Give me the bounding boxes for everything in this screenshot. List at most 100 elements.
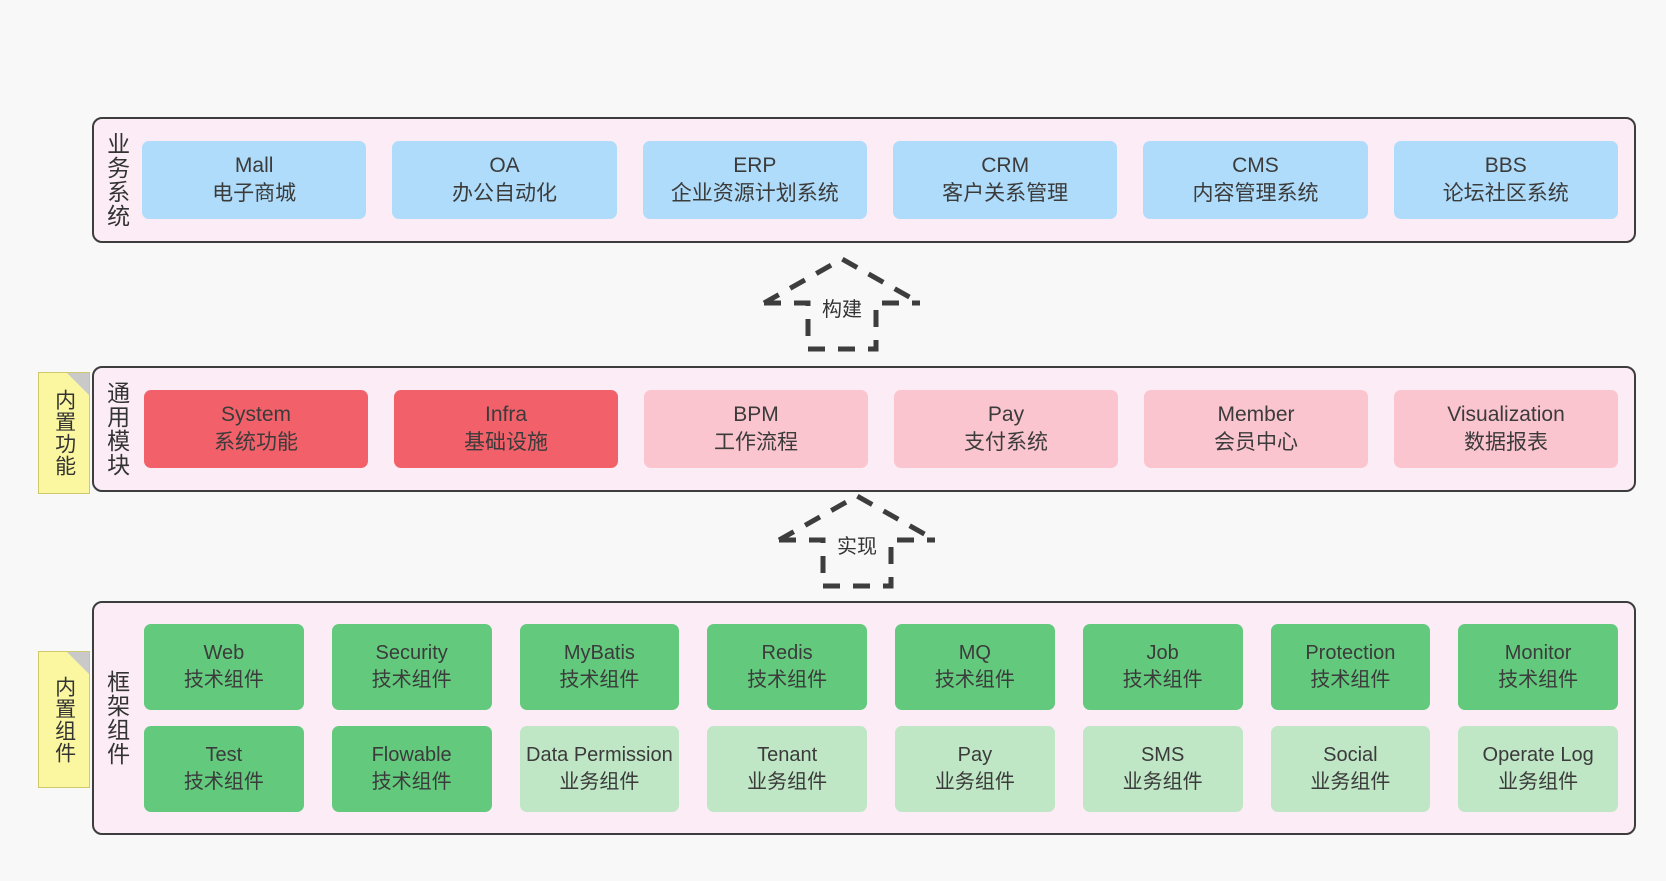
card-title-en: Tenant — [757, 744, 818, 767]
card-mq[interactable]: MQ 技术组件 — [895, 624, 1055, 710]
card-title-cn: 技术组件 — [1122, 669, 1203, 691]
layer-business-systems[interactable]: 业务系统 Mall 电子商城 OA 办公自动化 ERP 企业资源计划系统 CRM… — [92, 117, 1636, 243]
card-bbs[interactable]: BBS 论坛社区系统 — [1393, 141, 1618, 219]
card-erp[interactable]: ERP 企业资源计划系统 — [642, 141, 867, 219]
card-title-en: CRM — [981, 154, 1030, 178]
card-title-cn: 业务组件 — [559, 771, 640, 793]
note-fold-corner-icon — [67, 373, 89, 395]
card-title-en: Social — [1323, 744, 1378, 767]
card-title-en: Flowable — [371, 744, 452, 767]
layer-body-business: Mall 电子商城 OA 办公自动化 ERP 企业资源计划系统 CRM 客户关系… — [138, 119, 1634, 241]
card-infra[interactable]: Infra 基础设施 — [394, 390, 618, 468]
card-protection[interactable]: Protection 技术组件 — [1270, 624, 1431, 710]
card-visualization[interactable]: Visualization 数据报表 — [1394, 390, 1618, 468]
card-title-cn: 支付系统 — [964, 431, 1048, 454]
card-test[interactable]: Test 技术组件 — [144, 726, 304, 812]
card-security[interactable]: Security 技术组件 — [331, 624, 492, 710]
card-mall[interactable]: Mall 电子商城 — [142, 141, 367, 219]
card-row: Mall 电子商城 OA 办公自动化 ERP 企业资源计划系统 CRM 客户关系… — [142, 141, 1618, 219]
card-bpm[interactable]: BPM 工作流程 — [644, 390, 868, 468]
card-title-en: Redis — [761, 642, 813, 665]
card-mybatis[interactable]: MyBatis 技术组件 — [519, 624, 680, 710]
card-title-en: Web — [203, 642, 245, 665]
card-row: Test 技术组件 Flowable 技术组件 Data Permission … — [144, 726, 1618, 812]
card-member[interactable]: Member 会员中心 — [1144, 390, 1368, 468]
card-title-cn: 会员中心 — [1214, 431, 1298, 454]
card-title-en: Test — [205, 744, 243, 767]
card-title-en: Security — [375, 642, 448, 665]
card-title-cn: 数据报表 — [1464, 431, 1548, 454]
card-title-en: Operate Log — [1482, 744, 1594, 767]
card-title-en: Member — [1217, 403, 1295, 427]
card-title-en: SMS — [1140, 744, 1185, 767]
layer-title-modules: 通用模块 — [103, 381, 130, 477]
card-title-en: ERP — [733, 154, 777, 178]
note-builtin-function[interactable]: 内置功能 — [38, 372, 90, 494]
arrow-realize-glyph — [777, 493, 937, 589]
arrow-build-glyph — [762, 256, 922, 352]
card-title-cn: 技术组件 — [1498, 669, 1579, 691]
card-title-cn: 企业资源计划系统 — [670, 182, 839, 205]
card-title-cn: 技术组件 — [183, 669, 264, 691]
card-oa[interactable]: OA 办公自动化 — [392, 141, 617, 219]
layer-title-business: 业务系统 — [103, 132, 130, 228]
arrow-build-label: 构建 — [822, 299, 862, 321]
card-redis[interactable]: Redis 技术组件 — [707, 624, 867, 710]
layer-framework-components[interactable]: 框架组件 Web 技术组件 Security 技术组件 MyBatis 技术组件… — [92, 601, 1636, 835]
card-title-cn: 业务组件 — [1122, 771, 1203, 793]
card-title-en: Data Permission — [526, 744, 673, 767]
card-title-cn: 技术组件 — [371, 771, 452, 793]
card-sms[interactable]: SMS 业务组件 — [1082, 726, 1243, 812]
card-title-en: MQ — [958, 642, 991, 665]
card-title-en: Job — [1146, 642, 1179, 665]
card-data-permission[interactable]: Data Permission 业务组件 — [519, 726, 680, 812]
arrow-realize-label: 实现 — [837, 536, 877, 558]
card-title-cn: 业务组件 — [934, 771, 1015, 793]
card-title-cn: 技术组件 — [183, 771, 264, 793]
card-crm[interactable]: CRM 客户关系管理 — [892, 141, 1118, 219]
card-tenant[interactable]: Tenant 业务组件 — [707, 726, 867, 812]
card-cms[interactable]: CMS 内容管理系统 — [1143, 141, 1368, 219]
card-row: System 系统功能 Infra 基础设施 BPM 工作流程 Pay 支付系统… — [144, 390, 1618, 468]
card-title-en: System — [220, 403, 291, 427]
card-flowable[interactable]: Flowable 技术组件 — [331, 726, 492, 812]
card-title-en: Monitor — [1504, 642, 1572, 665]
note-label: 内置组件 — [52, 675, 76, 764]
card-title-en: Visualization — [1447, 403, 1565, 427]
card-title-en: Protection — [1305, 642, 1396, 665]
card-title-cn: 技术组件 — [1310, 669, 1391, 691]
arrow-realize: 实现 — [767, 492, 947, 592]
card-title-cn: 技术组件 — [559, 669, 640, 691]
card-system[interactable]: System 系统功能 — [144, 390, 368, 468]
card-title-en: BPM — [733, 403, 779, 427]
card-title-cn: 技术组件 — [747, 669, 828, 691]
layer-body-framework: Web 技术组件 Security 技术组件 MyBatis 技术组件 Redi… — [138, 603, 1634, 833]
card-title-cn: 工作流程 — [714, 431, 798, 454]
card-title-en: Infra — [484, 403, 528, 427]
card-title-en: OA — [489, 154, 520, 178]
card-title-cn: 业务组件 — [1498, 771, 1579, 793]
layer-title-framework: 框架组件 — [103, 670, 130, 766]
layer-body-modules: System 系统功能 Infra 基础设施 BPM 工作流程 Pay 支付系统… — [138, 368, 1634, 490]
card-title-cn: 电子商城 — [212, 182, 297, 205]
card-title-cn: 内容管理系统 — [1192, 182, 1319, 205]
note-label: 内置功能 — [52, 389, 76, 477]
card-operate-log[interactable]: Operate Log 业务组件 — [1458, 726, 1618, 812]
card-title-cn: 技术组件 — [934, 669, 1015, 691]
card-web[interactable]: Web 技术组件 — [144, 624, 304, 710]
card-row: Web 技术组件 Security 技术组件 MyBatis 技术组件 Redi… — [144, 624, 1618, 710]
card-title-cn: 基础设施 — [464, 431, 548, 454]
card-social[interactable]: Social 业务组件 — [1270, 726, 1431, 812]
card-pay-component[interactable]: Pay 业务组件 — [895, 726, 1055, 812]
card-title-en: Pay — [957, 744, 993, 767]
note-builtin-component[interactable]: 内置组件 — [38, 651, 90, 788]
note-fold-corner-icon — [67, 652, 89, 674]
card-job[interactable]: Job 技术组件 — [1082, 624, 1243, 710]
card-title-en: Pay — [987, 403, 1025, 427]
card-title-en: Mall — [234, 154, 274, 178]
card-pay-module[interactable]: Pay 支付系统 — [894, 390, 1118, 468]
arrow-build: 构建 — [752, 255, 932, 355]
layer-common-modules[interactable]: 通用模块 System 系统功能 Infra 基础设施 BPM 工作流程 Pay… — [92, 366, 1636, 492]
card-monitor[interactable]: Monitor 技术组件 — [1458, 624, 1618, 710]
